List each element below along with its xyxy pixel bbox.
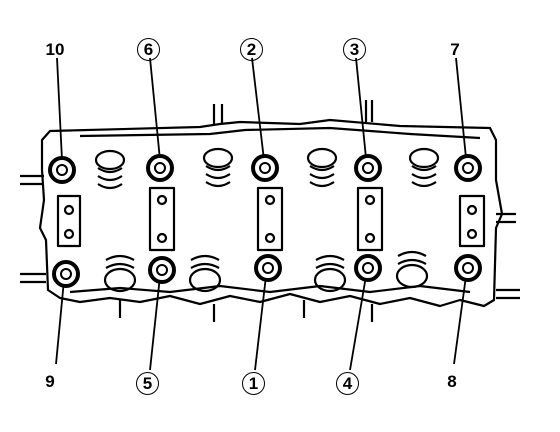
bolt-label-5: 5 (136, 372, 159, 395)
bearing-cap-3 (356, 186, 384, 252)
cap-bolt (63, 228, 75, 240)
bolt-8 (454, 254, 482, 282)
inner-bottom-line (69, 284, 471, 294)
bolt-label-2: 2 (240, 38, 263, 61)
bearing-cap-2 (256, 186, 284, 252)
right-studs (496, 212, 520, 300)
bolt-4 (354, 254, 382, 282)
valve-springs-bottom (103, 250, 429, 293)
inner-top-line (79, 126, 481, 140)
cap-bolt (466, 204, 478, 216)
bolt-label-10: 10 (45, 40, 65, 59)
bolt-7 (454, 154, 482, 182)
cap-bolt (264, 194, 276, 206)
cap-bolt (156, 194, 168, 206)
head-outline (38, 118, 504, 308)
bearing-cap-end (56, 194, 82, 248)
bottom-studs (118, 300, 374, 322)
bolt-label-7: 7 (450, 40, 460, 59)
left-studs (20, 174, 46, 284)
bolt-label-1: 1 (242, 372, 265, 395)
bolt-10 (48, 156, 76, 184)
cap-bolt (364, 232, 376, 244)
cap-bolt (156, 232, 168, 244)
bolt-6 (146, 154, 174, 182)
bolt-3 (354, 154, 382, 182)
bearing-cap-1 (148, 186, 176, 252)
top-studs (212, 100, 374, 124)
bolt-1 (254, 254, 282, 282)
head-bolts (48, 154, 482, 288)
bolt-label-3: 3 (343, 38, 366, 61)
bolt-label-8: 8 (447, 372, 457, 391)
bearing-cap-4 (458, 194, 486, 248)
cap-bolt (364, 194, 376, 206)
bolt-label-9: 9 (45, 372, 55, 391)
cap-bolt (264, 232, 276, 244)
cap-bolt (466, 228, 478, 240)
bolt-5 (148, 256, 176, 284)
bolt-label-4: 4 (336, 372, 359, 395)
valve-springs-top (94, 147, 440, 190)
cap-bolt (63, 204, 75, 216)
bolt-label-6: 6 (137, 38, 160, 61)
leader-lines (55, 57, 467, 371)
bolt-9 (52, 260, 80, 288)
bolt-2 (251, 154, 279, 182)
